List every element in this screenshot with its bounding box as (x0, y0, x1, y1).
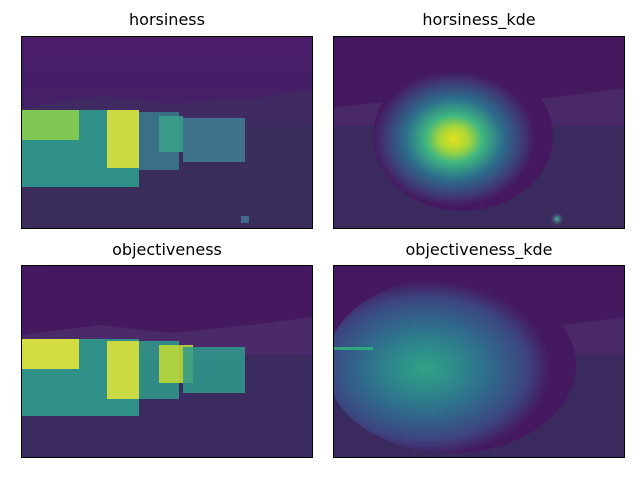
kde-small-spot (549, 211, 565, 227)
title-objectiveness-kde: objectiveness_kde (405, 240, 553, 259)
axes-frame (333, 265, 625, 458)
kde-hotspot (373, 61, 553, 211)
panel-horsiness (21, 36, 313, 229)
title-objectiveness: objectiveness (112, 240, 222, 259)
title-horsiness: horsiness (129, 10, 205, 29)
objectiveness-kde-heatmap (333, 265, 625, 458)
horsiness-heatmap (21, 36, 313, 229)
panel-objectiveness-kde (333, 265, 625, 458)
box-teal-3 (183, 347, 245, 393)
title-horsiness-kde: horsiness_kde (422, 10, 536, 29)
kde-diffuse-region (333, 277, 576, 453)
objectiveness-heatmap (21, 265, 313, 458)
horsiness-kde-heatmap (333, 36, 625, 229)
box-yellow (107, 110, 139, 168)
box-yellow-left (21, 339, 79, 369)
box-blue-2 (183, 118, 245, 162)
axes-frame (21, 36, 313, 229)
box-tiny (241, 216, 249, 223)
axes-frame (21, 265, 313, 458)
kde-edge-artifact (333, 347, 373, 350)
axes-frame (333, 36, 625, 229)
panel-horsiness-kde (333, 36, 625, 229)
panel-objectiveness (21, 265, 313, 458)
box-yellow-mid (107, 341, 139, 399)
box-teal-small (159, 116, 183, 152)
box-small-green (21, 110, 79, 140)
